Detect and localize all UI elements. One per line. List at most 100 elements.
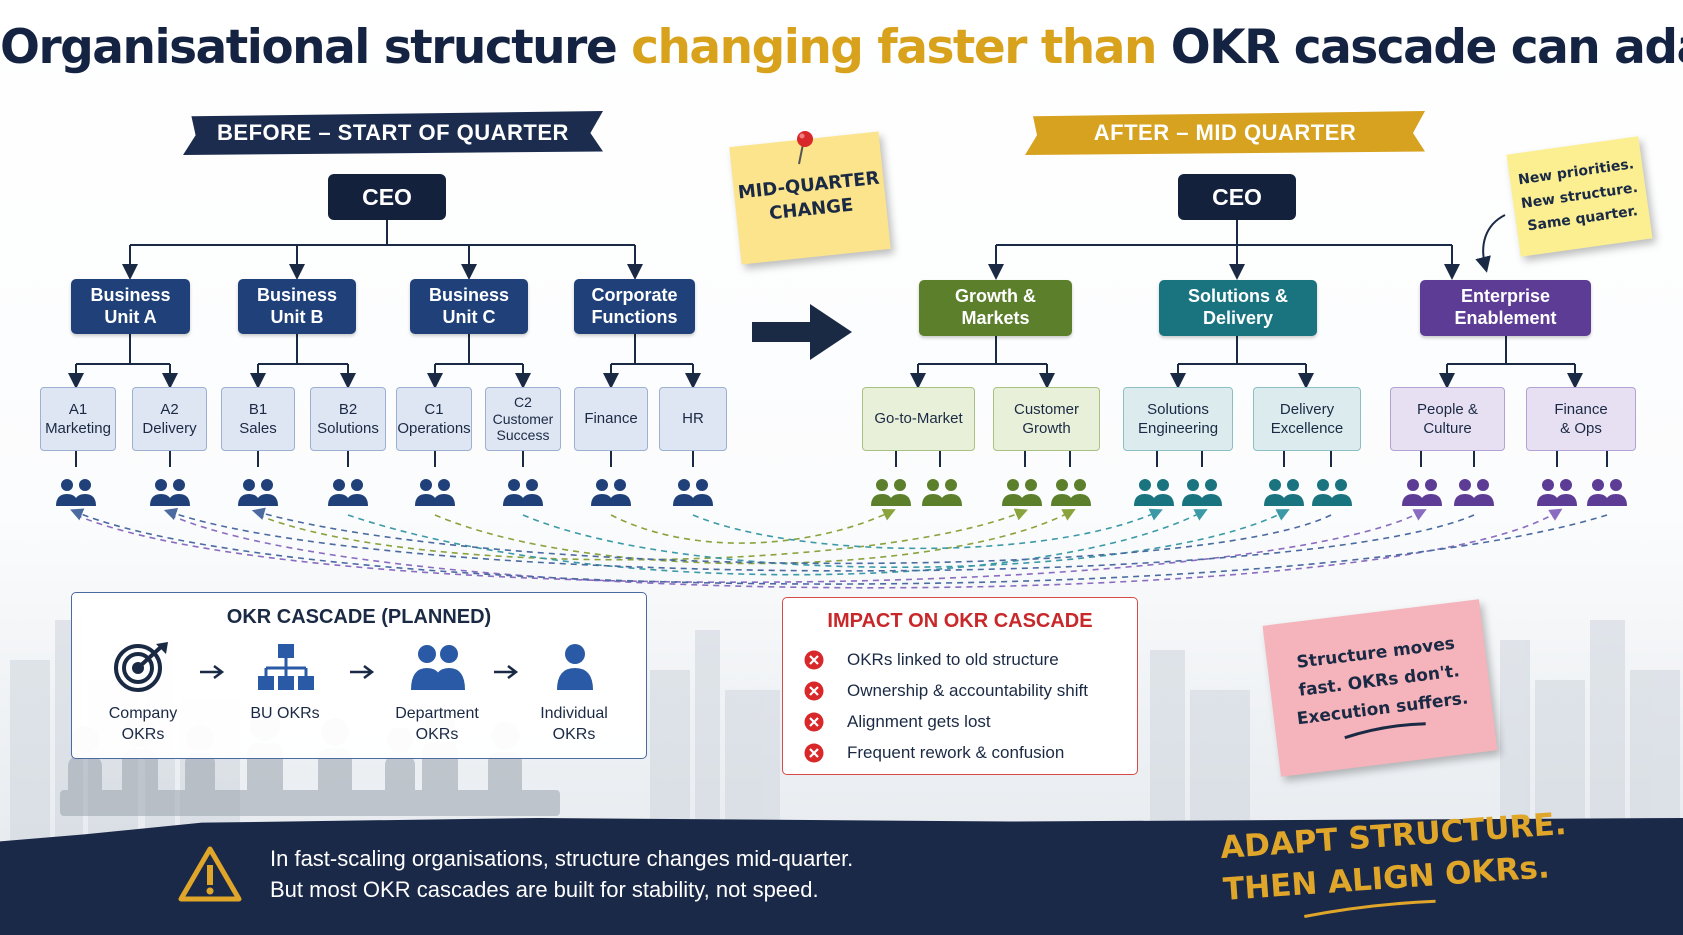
people-icon [56,479,96,506]
unit-label-line2: Enablement [1454,308,1557,328]
after-sub-people-culture: People &Culture [1390,387,1505,451]
after-unit-growth-markets: Growth &Markets [919,280,1072,336]
target-icon [114,642,168,692]
unit-label-line2: Functions [591,306,678,327]
sub-label: Delivery [1279,400,1335,418]
cascade-arrow-icon [200,665,225,679]
sub-label: Success [496,427,550,444]
impact-item: Frequent rework & confusion [804,741,1134,765]
people-icon [673,479,713,506]
sub-label: B2 [338,400,358,418]
impact-item-text: Frequent rework & confusion [847,743,1065,762]
unit-label-line1: Enterprise [1460,286,1551,307]
push-pin-icon [797,131,813,165]
unit-label-line1: Solutions & [1188,286,1288,307]
okr-step-line: OKRs [415,725,459,743]
sub-label: C2 [514,393,532,410]
sub-label: Marketing [45,420,111,437]
call-to-action: ADAPT STRUCTURE.THEN ALIGN OKRs. [1219,806,1568,926]
people-icon [1454,479,1494,506]
before-banner: BEFORE – START OF QUARTER [183,111,603,155]
people-icon [238,479,278,506]
impact-item: OKRs linked to old structure [804,648,1134,672]
okr-step-line: OKRs [552,725,596,743]
title-part-1: Organisational structure [0,20,618,75]
sub-label: Delivery [142,420,197,437]
title-part-3: OKR cascade can adapt [1170,20,1683,75]
people-icon [1587,479,1627,506]
transition-arrow-icon [752,304,852,360]
sub-label: Customer [1013,400,1080,418]
bottom-message: In fast-scaling organisations, structure… [270,844,853,906]
sticky-text: MID-QUARTER [736,167,881,204]
impact-title: IMPACT ON OKR CASCADE [827,610,1093,632]
unit-label-line2: Unit A [104,306,157,327]
cascade-arrow-icon [350,665,375,679]
after-ceo-box: CEO [1178,174,1296,220]
sub-label: & Ops [1560,420,1602,437]
unit-label-line1: Corporate [591,284,678,305]
group-icon [411,645,465,690]
sub-label: Engineering [1137,420,1219,437]
unit-label-line2: Unit C [442,306,496,327]
impact-item: Alignment gets lost [804,710,1134,734]
people-icon [1182,479,1222,506]
x-circle-icon [804,743,824,763]
sub-label: Growth [1022,420,1071,437]
people-icon [1537,479,1577,506]
unit-label-line1: Business [90,284,171,305]
okr-step-line: Department [395,705,479,722]
cta-underline [1304,899,1436,918]
sub-label: A2 [160,400,179,418]
after-sub-go-to-market: Go-to-Market [862,387,975,451]
sub-label: People & [1417,400,1478,418]
sub-label: Operations [397,420,471,437]
sub-label: B1 [248,400,268,418]
people-icon [503,479,543,506]
after-unit-solutions-delivery: Solutions &Delivery [1159,280,1317,336]
unit-label-line2: Markets [961,308,1030,328]
sub-label: Solutions [1147,400,1209,418]
sub-label: Sales [239,420,277,437]
unit-label-line1: Growth & [955,286,1036,307]
unit-label-line2: Delivery [1202,308,1274,328]
x-circle-icon [804,712,824,732]
bottom-line: In fast-scaling organisations, structure… [270,846,854,871]
impact-item-text: Ownership & accountability shift [847,681,1088,700]
okr-cascade-title: OKR CASCADE (PLANNED) [226,606,492,628]
title-highlight: changing faster than [631,20,1157,75]
impact-item: Ownership & accountability shift [804,679,1134,703]
people-icon [1312,479,1352,506]
people-icon [871,479,911,506]
impact-item-text: Alignment gets lost [847,712,991,731]
people-icon [1134,479,1174,506]
people-icon [1002,479,1042,506]
people-icon [415,479,455,506]
people-icon [1051,479,1091,506]
sub-label: Finance [1554,400,1608,418]
sub-label: HR [682,410,704,428]
bottom-line: But most OKR cascades are built for stab… [270,876,819,902]
impact-panel [782,597,1138,775]
cascade-arrow-icon [494,665,519,679]
people-icon [591,479,631,506]
okr-step-line: Company [108,705,178,722]
sub-label: Go-to-Market [874,410,963,428]
impact-item-text: OKRs linked to old structure [847,650,1059,669]
underline-squiggle [1344,722,1426,740]
